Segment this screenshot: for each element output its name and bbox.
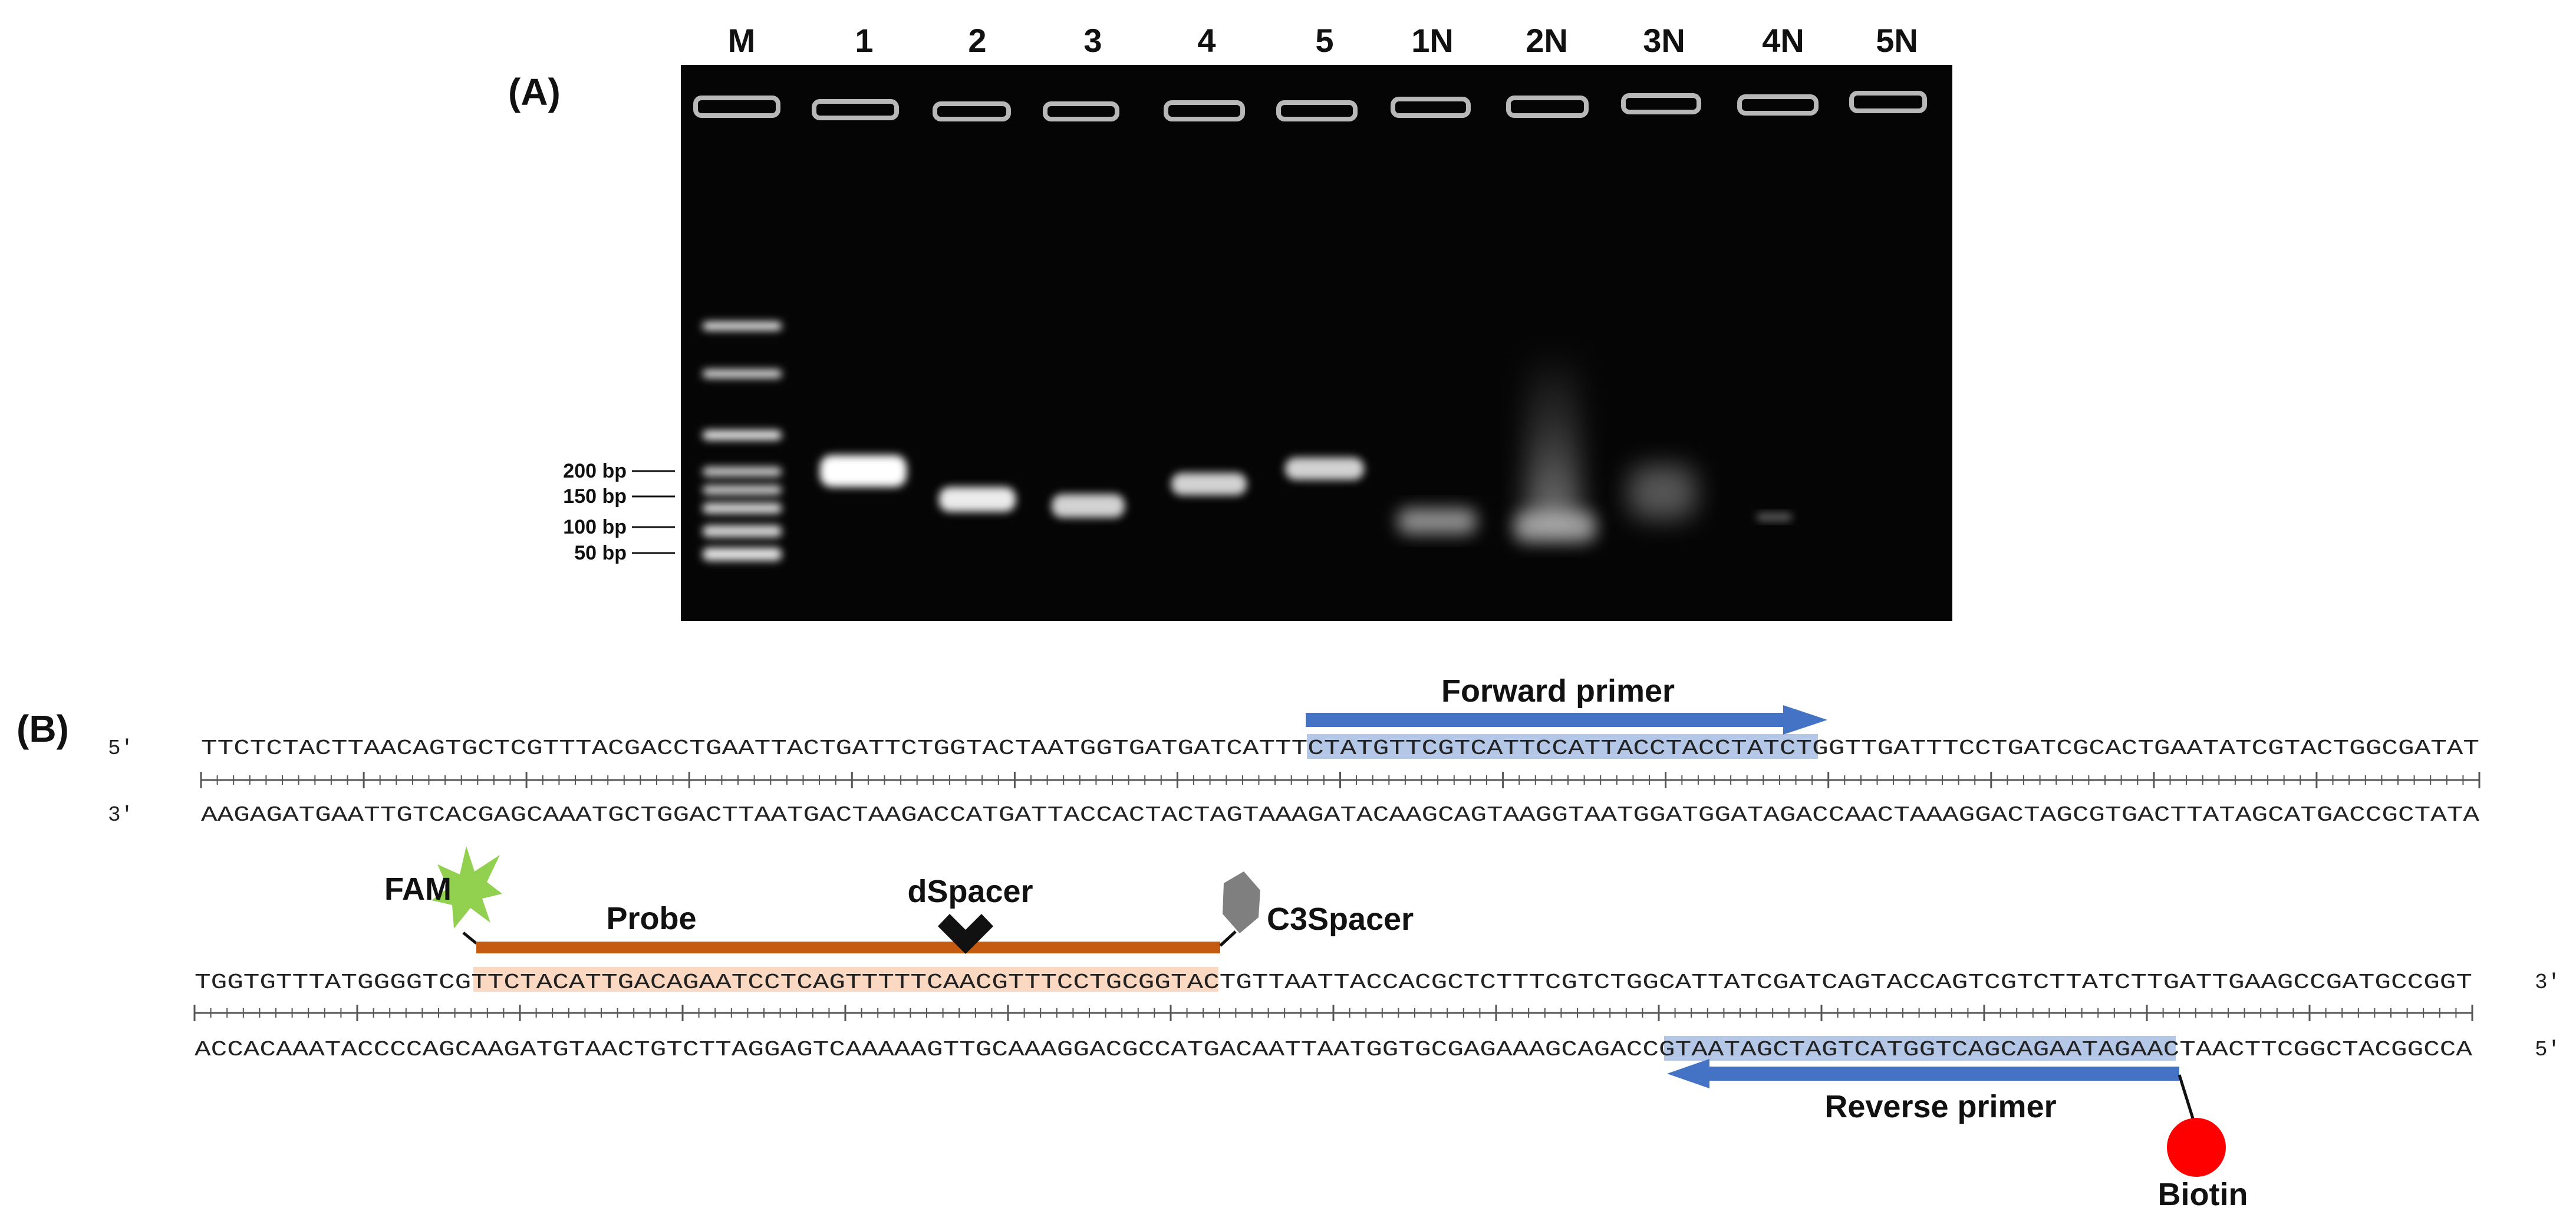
lane-label-3: 3 [1083, 22, 1102, 59]
probe-highlight [473, 967, 1218, 992]
lane-label-5n: 5N [1876, 22, 1918, 59]
forward-primer-label: Forward primer [1441, 673, 1675, 709]
well-1n [1391, 97, 1471, 118]
well-m [693, 96, 780, 118]
row1-bottom-strand: AAGAGATGAATTGTCACGAGCAAATGCTGGACTTAATGAC… [201, 803, 2479, 827]
ladder-band [703, 467, 782, 476]
row2-bottom-right-end: 5′ [2535, 1038, 2560, 1062]
forward-primer-highlight [1307, 734, 1818, 759]
lane-label-5: 5 [1315, 22, 1333, 59]
size-markers: 200 bp 150 bp 100 bp 50 bp [563, 460, 675, 564]
row2-top-strand: TGGTGTTTATGGGGTCGTTCTACATTGACAGAATCCTCAG… [195, 970, 2472, 995]
band-lane-4n [1757, 513, 1792, 521]
band-lane-3 [1052, 494, 1125, 518]
row2-bottom-strand: ACCACAAATACCCCAGCAAGATGTAACTGTCTTAGGAGTC… [195, 1038, 2472, 1062]
row2-scale-ticks [193, 1005, 2473, 1021]
lane-label-1: 1 [855, 22, 873, 59]
lane-label-4n: 4N [1762, 22, 1804, 59]
band-lane-3n [1629, 466, 1696, 519]
biotin-label: Biotin [2158, 1177, 2248, 1212]
lane-label-2: 2 [968, 22, 986, 59]
panel-a-label: (A) [508, 71, 561, 113]
row1-top-left-end: 5′ [108, 736, 133, 761]
ladder-band [703, 370, 782, 378]
dspacer-label: dSpacer [907, 874, 1033, 909]
ladder-band [703, 525, 782, 537]
gel-wells [693, 91, 1927, 121]
dspacer-marker-icon [938, 914, 993, 954]
reverse-primer-label: Reverse primer [1824, 1089, 2056, 1124]
well-5 [1276, 100, 1358, 121]
band-lane-1n [1398, 508, 1477, 534]
fam-linker [462, 932, 477, 945]
reverse-primer-head [1667, 1059, 1709, 1088]
well-4 [1164, 100, 1245, 121]
gel-background [681, 65, 1952, 621]
lane-label-m: M [728, 22, 756, 59]
well-1 [812, 99, 899, 120]
row2-top-right-end: 3′ [2535, 970, 2560, 995]
gel-image [681, 65, 1952, 621]
band-lane-5 [1285, 458, 1364, 480]
lane-label-2n: 2N [1526, 22, 1568, 59]
c3spacer-hexagon-icon [1223, 871, 1260, 933]
well-2 [933, 101, 1011, 121]
ladder-band [703, 430, 782, 440]
panel-b-label: (B) [17, 708, 69, 750]
band-lane-1 [820, 455, 907, 487]
probe-label: Probe [606, 901, 696, 936]
c3spacer-linker [1219, 930, 1237, 947]
well-5n [1849, 91, 1927, 113]
size-label-100: 100 bp [563, 516, 627, 538]
reverse-primer-highlight [1664, 1036, 2176, 1061]
forward-primer-arrow [1306, 705, 1827, 735]
forward-primer-head [1783, 705, 1827, 735]
well-3n [1621, 93, 1701, 114]
lane-label-4: 4 [1197, 22, 1215, 59]
well-4n [1737, 94, 1819, 116]
well-3 [1043, 101, 1119, 121]
reverse-primer-arrow [1667, 1059, 2179, 1088]
fam-label: FAM [384, 871, 452, 907]
lane-label-1n: 1N [1411, 22, 1454, 59]
biotin-circle-icon [2167, 1118, 2226, 1177]
probe-bar [476, 942, 1220, 953]
size-label-200: 200 bp [563, 460, 627, 482]
band-lane-2n [1514, 512, 1596, 542]
sample-bands [820, 348, 1792, 542]
ladder-band [703, 322, 782, 330]
gel-lane-labels: M 1 2 3 4 5 1N 2N 3N 4N 5N [728, 22, 1918, 59]
row1-scale-ticks [200, 772, 2481, 788]
size-label-150: 150 bp [563, 485, 627, 508]
well-2n [1506, 96, 1589, 118]
ladder-band [703, 548, 782, 561]
size-label-50: 50 bp [574, 542, 627, 564]
smear-lane-2n [1527, 348, 1580, 525]
forward-primer-shaft [1306, 713, 1783, 727]
ladder-band [703, 503, 782, 514]
ladder-band [703, 485, 782, 495]
biotin-linker [2178, 1074, 2195, 1121]
c3spacer-label: C3Spacer [1267, 901, 1414, 937]
lane-label-3n: 3N [1643, 22, 1685, 59]
row1-bottom-left-end: 3′ [108, 803, 133, 827]
row1-top-strand: TTCTCTACTTAACAGTGCTCGTTTACGACCTGAATTACTG… [201, 736, 2479, 761]
fam-star-icon [431, 846, 502, 929]
band-lane-2 [939, 487, 1016, 512]
ladder-bands [703, 322, 782, 561]
reverse-primer-shaft [1709, 1067, 2179, 1081]
band-lane-4 [1171, 473, 1247, 495]
